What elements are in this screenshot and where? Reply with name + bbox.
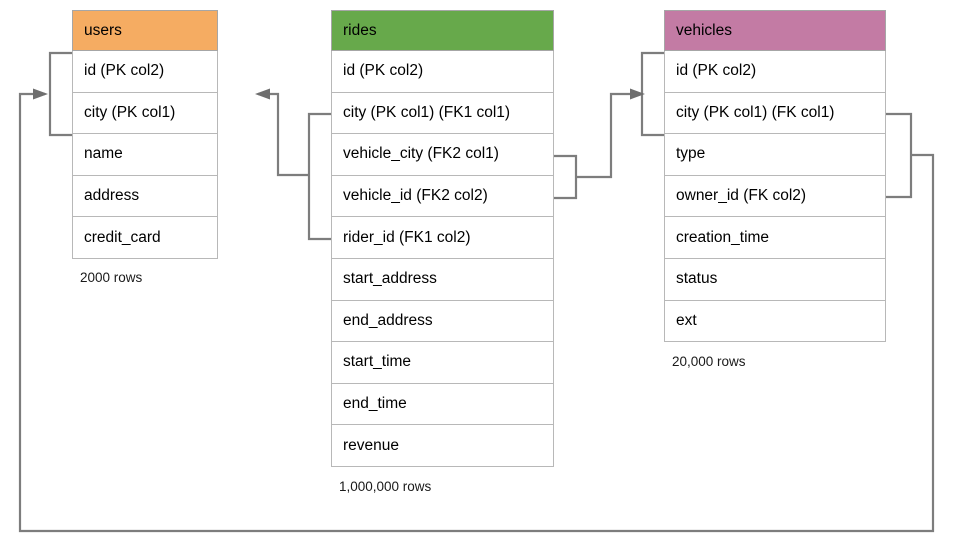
table-row[interactable]: creation_time: [664, 217, 886, 259]
connector-rides-to-users-bracket: [307, 112, 331, 241]
table-row[interactable]: id (PK col2): [331, 51, 554, 93]
table-row[interactable]: end_address: [331, 300, 554, 343]
table-row[interactable]: rider_id (FK1 col2): [331, 217, 554, 259]
column-label: owner_id (FK col2): [676, 187, 807, 205]
table-rides-header: rides: [331, 10, 554, 51]
column-label: city (PK col1) (FK col1): [676, 103, 835, 121]
connector-arrowhead-users-left: [255, 88, 270, 100]
column-label: vehicle_id (FK2 col2): [343, 187, 488, 205]
table-rides[interactable]: rides id (PK col2) city (PK col1) (FK1 c…: [331, 10, 554, 467]
table-rides-row-count: 1,000,000 rows: [339, 479, 432, 494]
column-label: id (PK col2): [84, 62, 165, 80]
column-label: start_address: [343, 270, 437, 288]
table-row[interactable]: revenue: [331, 425, 554, 467]
connector-rides-to-vehicles-bracket: [554, 154, 578, 200]
table-vehicles-title: vehicles: [676, 21, 732, 39]
connector-vehicles-to-users-bracket: [886, 112, 913, 199]
column-label: creation_time: [676, 228, 770, 246]
table-row[interactable]: vehicle_id (FK2 col2): [331, 175, 554, 218]
table-row[interactable]: city (PK col1) (FK col1): [664, 92, 886, 135]
table-rides-title: rides: [343, 21, 377, 39]
column-label: end_time: [343, 395, 407, 413]
column-label: end_address: [343, 311, 433, 329]
column-label: address: [84, 187, 140, 205]
connector-rides-to-vehicles-line: [576, 92, 641, 179]
table-row[interactable]: city (PK col1) (FK1 col1): [331, 92, 554, 135]
table-row[interactable]: type: [664, 134, 886, 176]
table-row[interactable]: start_time: [331, 342, 554, 384]
column-label: city (PK col1): [84, 103, 176, 121]
column-label: vehicle_city (FK2 col1): [343, 145, 499, 163]
column-label: name: [84, 145, 123, 163]
table-row[interactable]: id (PK col2): [72, 51, 218, 93]
column-label: id (PK col2): [676, 62, 757, 80]
table-vehicles-row-count: 20,000 rows: [672, 354, 746, 369]
column-label: revenue: [343, 436, 400, 454]
column-label: type: [676, 145, 706, 163]
table-row[interactable]: status: [664, 258, 886, 301]
column-label: city (PK col1) (FK1 col1): [343, 103, 511, 121]
column-label: rider_id (FK1 col2): [343, 228, 471, 246]
table-row[interactable]: address: [72, 175, 218, 218]
table-row[interactable]: end_time: [331, 383, 554, 426]
table-users[interactable]: users id (PK col2) city (PK col1) name a…: [72, 10, 218, 259]
table-row[interactable]: city (PK col1): [72, 92, 218, 135]
column-label: status: [676, 270, 718, 288]
table-row[interactable]: name: [72, 134, 218, 176]
connector-arrowhead-users-loop: [33, 88, 48, 100]
connector-arrowhead-vehicles-left: [630, 88, 645, 100]
table-row[interactable]: ext: [664, 300, 886, 343]
column-label: credit_card: [84, 228, 161, 246]
table-vehicles[interactable]: vehicles id (PK col2) city (PK col1) (FK…: [664, 10, 886, 343]
table-users-title: users: [84, 21, 122, 39]
table-users-row-count: 2000 rows: [80, 270, 143, 285]
table-row[interactable]: vehicle_city (FK2 col1): [331, 134, 554, 176]
connector-users-bracket: [48, 51, 72, 137]
table-row[interactable]: owner_id (FK col2): [664, 175, 886, 218]
column-label: start_time: [343, 353, 412, 371]
table-users-header: users: [72, 10, 218, 51]
connector-vehicles-bracket: [640, 51, 664, 137]
column-label: id (PK col2): [343, 62, 424, 80]
table-row[interactable]: id (PK col2): [664, 51, 886, 93]
connector-rides-to-users-line: [258, 92, 309, 177]
table-row[interactable]: credit_card: [72, 217, 218, 259]
table-row[interactable]: start_address: [331, 258, 554, 301]
table-vehicles-header: vehicles: [664, 10, 886, 51]
column-label: ext: [676, 311, 697, 329]
